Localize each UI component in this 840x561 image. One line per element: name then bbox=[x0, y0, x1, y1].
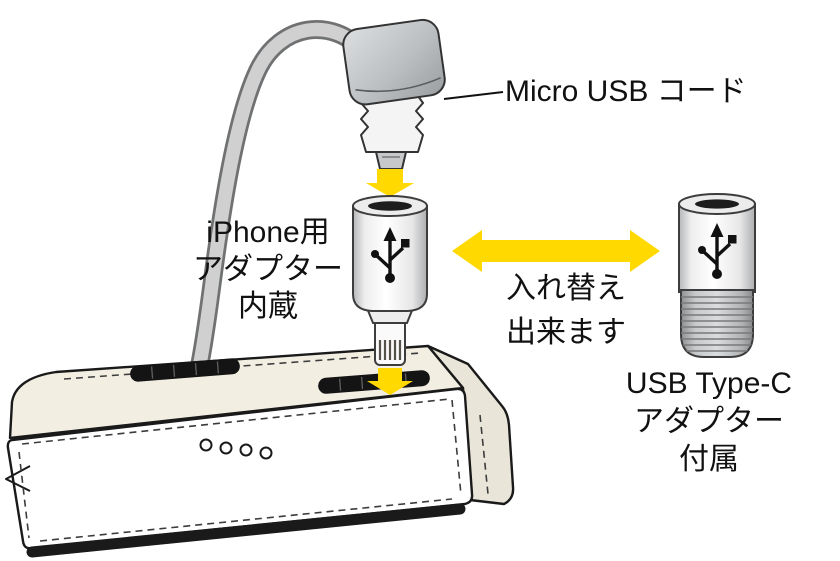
label-line: 出来ます bbox=[506, 316, 626, 349]
label-line: アダプター bbox=[193, 253, 343, 286]
device-slot-left bbox=[130, 358, 240, 382]
stitch-lines bbox=[18, 352, 489, 542]
micro-usb-connector bbox=[342, 18, 446, 170]
adapter-port bbox=[695, 199, 739, 209]
label-line: 内蔵 bbox=[238, 290, 298, 323]
device-top-surface bbox=[8, 344, 465, 440]
label-line: 入れ替え bbox=[506, 272, 626, 305]
label-iphone-adapter: iPhone用 アダプター 内蔵 bbox=[193, 216, 343, 323]
led-indicators bbox=[199, 438, 273, 460]
micro-usb-tip bbox=[374, 151, 408, 170]
device-bottom-edge bbox=[26, 503, 466, 558]
adapter-grip bbox=[680, 289, 754, 358]
adapter-port bbox=[368, 201, 412, 211]
usb-cable bbox=[187, 20, 374, 388]
label-swappable: 入れ替え 出来ます bbox=[506, 272, 626, 349]
usb-typec-adapter bbox=[678, 193, 756, 358]
label-line: USB Type-C bbox=[626, 367, 792, 400]
down-arrow-icon bbox=[366, 169, 414, 197]
connector-collar bbox=[360, 95, 424, 153]
device-right-side bbox=[426, 344, 515, 506]
connector-boot bbox=[342, 18, 446, 106]
label-typec-adapter: USB Type-C アダプター 付属 bbox=[626, 367, 792, 476]
left-right-arrow-icon bbox=[452, 230, 660, 272]
label-line: iPhone用 bbox=[206, 216, 329, 249]
device-left-notch bbox=[5, 465, 31, 492]
iphone-adapter bbox=[352, 195, 428, 366]
label-line: 付属 bbox=[679, 443, 739, 476]
down-arrow-icon bbox=[367, 368, 413, 395]
label-pointer-line bbox=[443, 91, 504, 100]
label-micro-usb-cord: Micro USB コード bbox=[505, 75, 747, 108]
power-bank-device bbox=[5, 344, 515, 558]
label-line: アダプター bbox=[634, 405, 784, 438]
lightning-connector bbox=[374, 317, 406, 366]
